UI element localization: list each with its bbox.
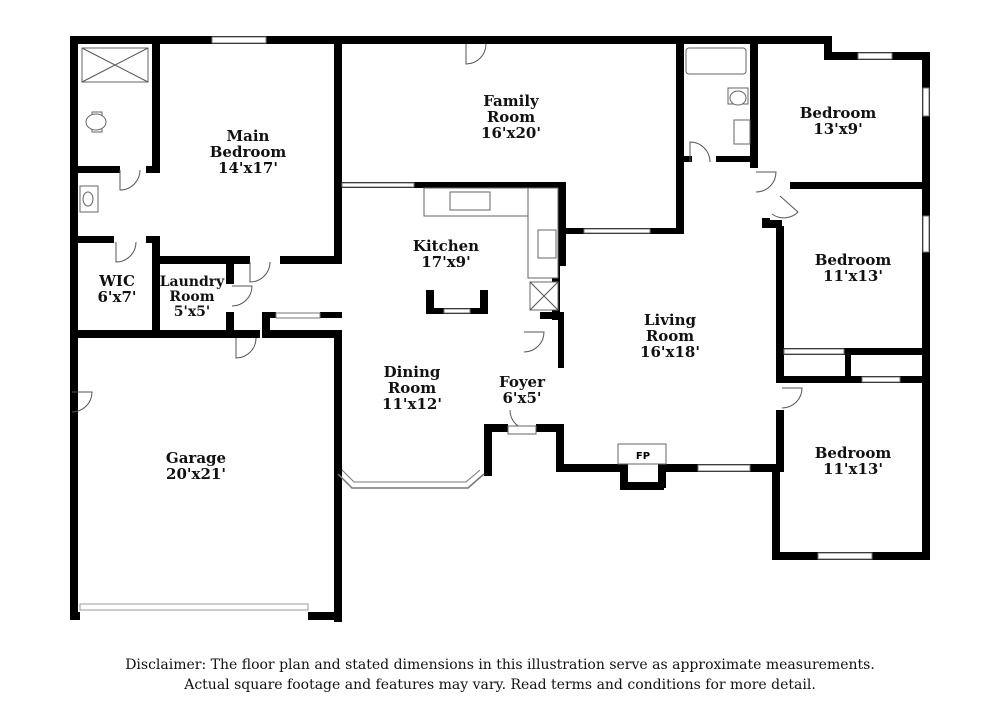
wic-dim: 6'x7' bbox=[97, 288, 137, 306]
bedroom-1-dim: 13'x9' bbox=[813, 120, 863, 138]
bedroom-2-dim: 11'x13' bbox=[823, 267, 883, 285]
foyer-label: Foyer 6'x5' bbox=[499, 374, 545, 406]
fixtures bbox=[79, 47, 751, 465]
kitchen-label: Kitchen 17'x9' bbox=[413, 238, 479, 270]
living-room-label: Living Room 16'x18' bbox=[640, 312, 700, 360]
dining-room-name: Dining Room bbox=[383, 363, 441, 397]
family-room-dim: 16'x20' bbox=[481, 124, 541, 142]
kitchen-dim: 17'x9' bbox=[421, 253, 471, 271]
door-swings bbox=[71, 43, 803, 435]
fireplace-label: FP bbox=[635, 451, 651, 462]
foyer-name: Foyer bbox=[499, 373, 545, 391]
bedroom-3-label: Bedroom 11'x13' bbox=[815, 445, 892, 477]
bedroom-3-name: Bedroom bbox=[814, 444, 892, 462]
laundry-room-name: Laundry Room bbox=[159, 274, 225, 305]
disclaimer-line-2: Actual square footage and features may v… bbox=[184, 677, 816, 693]
garage-label: Garage 20'x21' bbox=[166, 450, 226, 482]
main-bedroom-name: Main Bedroom bbox=[209, 127, 287, 161]
bedroom-3-dim: 11'x13' bbox=[823, 460, 883, 478]
foyer-dim: 6'x5' bbox=[502, 389, 542, 407]
kitchen-name: Kitchen bbox=[412, 237, 480, 255]
dining-room-dim: 11'x12' bbox=[382, 395, 442, 413]
laundry-room-label: Laundry Room 5'x5' bbox=[160, 275, 225, 320]
main-bedroom-label: Main Bedroom 14'x17' bbox=[210, 128, 287, 176]
garage-dim: 20'x21' bbox=[166, 465, 226, 483]
garage-name: Garage bbox=[165, 449, 227, 467]
laundry-room-dim: 5'x5' bbox=[173, 304, 211, 320]
main-bedroom-dim: 14'x17' bbox=[218, 159, 278, 177]
disclaimer-line-1: Disclaimer: The floor plan and stated di… bbox=[125, 657, 875, 673]
bedroom-1-label: Bedroom 13'x9' bbox=[800, 105, 877, 137]
living-room-name: Living Room bbox=[643, 311, 697, 345]
wic-label: WIC 6'x7' bbox=[97, 273, 136, 305]
bedroom-2-label: Bedroom 11'x13' bbox=[815, 252, 892, 284]
family-room-label: Family Room 16'x20' bbox=[481, 93, 541, 141]
wic-name: WIC bbox=[99, 272, 135, 290]
living-room-dim: 16'x18' bbox=[640, 343, 700, 361]
bedroom-2-name: Bedroom bbox=[814, 251, 892, 269]
dining-room-label: Dining Room 11'x12' bbox=[382, 364, 442, 412]
windows bbox=[79, 36, 930, 611]
family-room-name: Family Room bbox=[483, 92, 539, 126]
bedroom-1-name: Bedroom bbox=[799, 104, 877, 122]
